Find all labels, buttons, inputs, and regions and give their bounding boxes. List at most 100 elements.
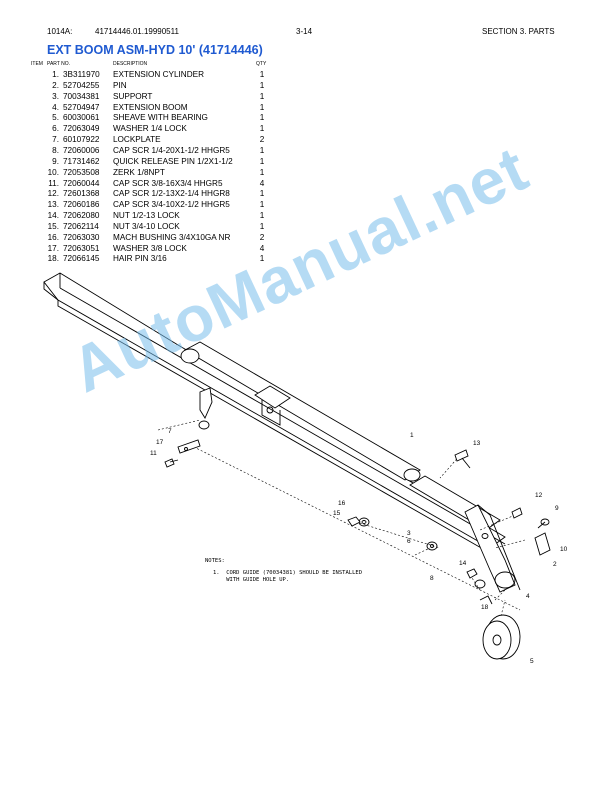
cap-screw-13: [454, 449, 471, 469]
part-number: 72053508: [63, 167, 100, 177]
note-line-1: 1. CORD GUIDE (70034381) SHOULD BE INSTA…: [213, 570, 363, 576]
callout-4: 4: [526, 593, 530, 600]
item-number: 7.: [52, 135, 59, 145]
item-number: 15.: [47, 221, 59, 231]
part-qty: 1: [259, 70, 265, 79]
item-number: 10.: [47, 167, 59, 177]
callout-6: 6: [407, 538, 411, 545]
notes-heading: NOTES:: [205, 558, 225, 564]
callout-8: 8: [430, 575, 434, 582]
item-number: 8.: [52, 145, 59, 155]
part-description: CAP SCR 1/2-13X2-1/4 HHGR8: [113, 189, 230, 199]
callout-13: 13: [473, 440, 481, 447]
part-number: 52704255: [63, 80, 100, 90]
callout-17: 17: [156, 439, 164, 446]
cap-screw-12: [511, 507, 523, 519]
item-number: 12.: [47, 189, 59, 199]
part-number: 72063051: [63, 243, 100, 253]
support-bracket: [254, 385, 291, 426]
part-description: NUT 3/4-10 LOCK: [113, 221, 180, 231]
part-description: LOCKPLATE: [113, 135, 161, 145]
item-number: 1.: [52, 70, 59, 79]
callout-10: 10: [560, 546, 568, 553]
part-description: WASHER 3/8 LOCK: [113, 243, 187, 253]
part-qty: 1: [259, 167, 265, 177]
callout-2: 2: [553, 561, 557, 568]
item-number: 4.: [52, 102, 59, 112]
part-description: SHEAVE WITH BEARING: [113, 113, 208, 123]
item-number: 17.: [47, 243, 59, 253]
part-number: 72063049: [63, 124, 100, 134]
callout-3: 3: [407, 530, 411, 537]
part-description: EXTENSION CYLINDER: [113, 70, 204, 79]
note-line-2: WITH GUIDE HOLE UP.: [213, 577, 290, 583]
quick-release-pin-9: [537, 518, 550, 529]
item-number: 3.: [52, 91, 59, 101]
part-number: 3B311970: [63, 70, 100, 79]
part-description: WASHER 1/4 LOCK: [113, 124, 187, 134]
part-number: 72066145: [63, 254, 100, 264]
part-description: CAP SCR 3/8-16X3/4 HHGR5: [113, 178, 223, 188]
callout-15: 15: [333, 510, 341, 517]
lockplate-left: [177, 439, 201, 454]
page-title: EXT BOOM ASM-HYD 10' (41714446): [47, 43, 263, 57]
hanger-bracket: [198, 387, 213, 430]
part-number: 72062080: [63, 211, 100, 221]
part-qty: 1: [259, 80, 265, 90]
col-header-item: ITEM: [31, 61, 43, 67]
item-number: 11.: [48, 178, 59, 188]
page-number: 3-14: [296, 27, 313, 36]
part-number: 72060044: [63, 178, 100, 188]
part-description: HAIR PIN 3/16: [113, 254, 167, 264]
nut-14: [466, 568, 478, 579]
item-number: 6.: [52, 124, 59, 134]
part-description: PIN: [113, 80, 127, 90]
callout-1: 1: [410, 432, 414, 439]
part-description: CAP SCR 1/4-20X1-1/2 HHGR5: [113, 145, 230, 155]
part-description: QUICK RELEASE PIN 1/2X1-1/2: [113, 156, 233, 166]
part-number: 60030061: [63, 113, 100, 123]
callout-9: 9: [555, 505, 559, 512]
part-description: MACH BUSHING 3/4X10GA NR: [113, 232, 231, 242]
extension-cylinder: [180, 341, 421, 482]
cap-screw-11: [164, 458, 179, 468]
part-qty: 4: [259, 243, 265, 253]
part-qty: 1: [259, 211, 265, 221]
part-number: 71731462: [63, 156, 100, 166]
part-description: SUPPORT: [113, 91, 153, 101]
part-number: 70034381: [63, 91, 100, 101]
part-qty: 1: [259, 156, 265, 166]
col-header-part-no: PART NO.: [47, 61, 71, 67]
part-qty: 2: [259, 232, 265, 242]
part-description: CAP SCR 3/4-10X2-1/2 HHGR5: [113, 200, 230, 210]
section-label: SECTION 3. PARTS: [482, 27, 555, 36]
part-number: 72060186: [63, 200, 100, 210]
part-qty: 4: [259, 178, 265, 188]
part-qty: 1: [259, 254, 265, 264]
extension-boom: [409, 475, 521, 593]
col-header-qty: QTY: [256, 61, 267, 67]
item-number: 16.: [47, 232, 59, 242]
part-qty: 1: [259, 200, 265, 210]
part-qty: 1: [259, 124, 265, 134]
callout-14: 14: [459, 560, 467, 567]
part-description: NUT 1/2-13 LOCK: [113, 211, 180, 221]
bushing-16-bottom: [474, 579, 486, 589]
callout-16: 16: [338, 500, 346, 507]
callout-7: 7: [168, 428, 172, 435]
callout-11: 11: [150, 450, 157, 457]
part-number: 72063030: [63, 232, 100, 242]
part-qty: 1: [259, 145, 265, 155]
part-qty: 1: [259, 189, 265, 199]
part-number: 60107922: [63, 135, 100, 145]
sheave-with-bearing: [482, 614, 521, 660]
part-qty: 1: [259, 102, 265, 112]
hair-pin-18: [479, 595, 493, 605]
item-number: 5.: [52, 113, 59, 123]
part-number: 72062114: [63, 221, 99, 231]
part-qty: 1: [259, 113, 265, 123]
item-number: 13.: [47, 200, 59, 210]
part-qty: 2: [259, 135, 265, 145]
item-number: 2.: [52, 80, 59, 90]
